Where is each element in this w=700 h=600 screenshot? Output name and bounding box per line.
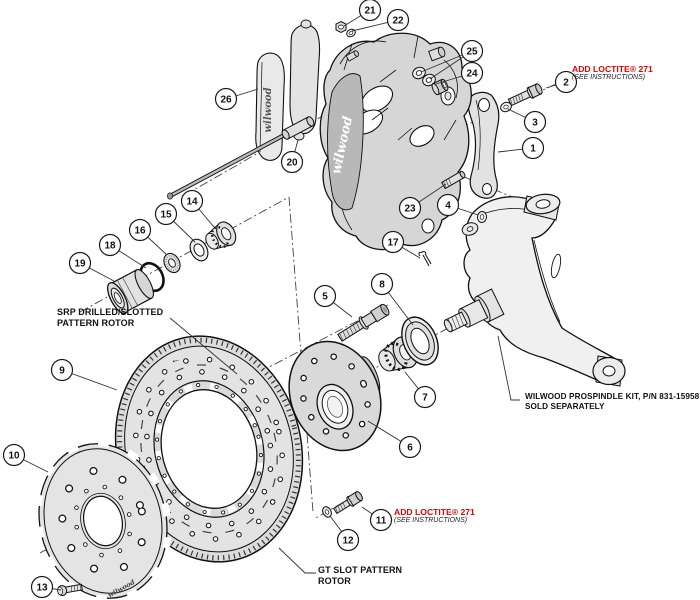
callout-25 <box>460 39 484 63</box>
spindle-washer-4 <box>476 211 488 223</box>
loctite-headline: ADD LOCTITE® 271 <box>394 507 475 517</box>
callout-number-21: 21 <box>364 6 376 17</box>
hub-bolt-5 <box>337 303 390 342</box>
rotor-washer-12 <box>322 506 332 518</box>
callout-number-6: 6 <box>407 443 413 454</box>
pin-nut-21 <box>335 20 347 34</box>
callout-number-4: 4 <box>445 201 451 212</box>
label-leaders <box>169 317 520 574</box>
callout-number-8: 8 <box>379 280 385 291</box>
callout-number-18: 18 <box>104 241 116 252</box>
rotor-bolt-11 <box>333 491 363 515</box>
grease-seal-8 <box>401 316 439 366</box>
loctite-note: (SEE INSTRUCTIONS) <box>394 517 468 525</box>
caliper-bleed-screw <box>345 50 360 62</box>
callout-2 <box>554 70 578 94</box>
spindle-knuckle <box>443 193 626 387</box>
callout-number-3: 3 <box>532 118 538 129</box>
callout-17 <box>381 230 405 254</box>
callout-number-17: 17 <box>387 238 399 249</box>
dust-cap-19 <box>107 269 154 315</box>
inner-bearing-7 <box>378 336 418 372</box>
callout-number-12: 12 <box>342 536 354 547</box>
label-prospindle: WILWOOD PROSPINDLE KIT, P/N 831-15958 SO… <box>525 392 700 411</box>
callout-number-23: 23 <box>404 204 416 215</box>
callout-9 <box>50 358 74 382</box>
callout-23 <box>398 196 422 220</box>
callout-15 <box>154 202 178 226</box>
bearing-stack <box>107 221 237 315</box>
callout-balloons: 1234567891011121314151617181920212223242… <box>2 0 578 599</box>
callout-number-25: 25 <box>466 47 478 58</box>
caliper-fluid-fitting <box>428 46 446 62</box>
callout-6 <box>398 435 422 459</box>
hat-bolt-13 <box>57 583 83 597</box>
callout-number-22: 22 <box>392 16 404 27</box>
callout-5 <box>313 284 337 308</box>
loctite-note: (SEE INSTRUCTIONS) <box>572 74 646 82</box>
callout-number-11: 11 <box>376 516 387 527</box>
callout-number-20: 20 <box>286 158 298 169</box>
callout-number-5: 5 <box>322 292 328 303</box>
brake-pads: wilwood <box>255 19 321 161</box>
outer-bearing-14 <box>205 221 237 250</box>
spindle-lower-bushing <box>592 355 626 387</box>
callout-10 <box>2 443 26 467</box>
spindle-upper-boss <box>523 193 561 221</box>
callout-26 <box>214 87 238 111</box>
callout-19 <box>68 251 92 275</box>
callout-number-1: 1 <box>530 144 536 155</box>
pad-wilwood-logo: wilwood <box>263 87 274 132</box>
brake-caliper: wilwood <box>319 32 472 251</box>
spindle-nut-16 <box>163 252 181 274</box>
callout-number-9: 9 <box>59 366 65 377</box>
label-gt-rotor: GT SLOT PATTERN ROTOR <box>318 565 403 586</box>
rotation-arrow: ← <box>169 353 181 366</box>
callout-12 <box>336 528 360 552</box>
bottom-fasteners <box>57 491 363 597</box>
spindle-washer-15 <box>189 238 209 262</box>
bracket-spacer-24 <box>431 78 449 96</box>
cotter-pin-17 <box>418 251 432 267</box>
callout-number-15: 15 <box>160 210 172 221</box>
callout-21 <box>358 0 382 22</box>
callout-number-10: 10 <box>8 451 20 462</box>
callout-13 <box>30 575 54 599</box>
callout-number-13: 13 <box>36 583 48 594</box>
callout-16 <box>128 218 152 242</box>
callout-8 <box>370 272 394 296</box>
callout-14 <box>180 189 204 213</box>
small-hardware <box>335 20 543 267</box>
label-loctite-top: ADD LOCTITE® 271 (SEE INSTRUCTIONS) <box>572 64 653 83</box>
callout-1 <box>521 136 545 160</box>
callout-3 <box>523 110 547 134</box>
pad-retainer-pin <box>167 116 315 200</box>
callout-number-2: 2 <box>563 78 569 89</box>
label-srp-rotor: SRP DRILLED/SLOTTED PATTERN ROTOR <box>57 307 164 328</box>
callout-number-7: 7 <box>422 393 428 404</box>
callout-number-24: 24 <box>466 69 478 80</box>
callout-number-16: 16 <box>134 226 146 237</box>
spindle-shaft <box>443 288 505 333</box>
rotor-hat: wilwood <box>34 439 172 600</box>
callout-number-19: 19 <box>74 259 86 270</box>
caliper-bracket <box>467 91 500 199</box>
callout-20 <box>280 150 304 174</box>
callout-number-26: 26 <box>220 95 232 106</box>
callout-number-14: 14 <box>186 197 198 208</box>
label-loctite-bottom: ADD LOCTITE® 271 (SEE INSTRUCTIONS) <box>394 507 475 526</box>
callout-22 <box>386 8 410 32</box>
bracket-bolt-2 <box>507 83 543 107</box>
hub-assembly <box>288 303 439 452</box>
loctite-headline: ADD LOCTITE® 271 <box>572 64 653 74</box>
pin-washer-22 <box>346 28 356 38</box>
callout-4 <box>436 193 460 217</box>
callout-24 <box>460 61 484 85</box>
callout-18 <box>98 233 122 257</box>
callout-7 <box>413 385 437 409</box>
callout-11 <box>369 508 393 532</box>
